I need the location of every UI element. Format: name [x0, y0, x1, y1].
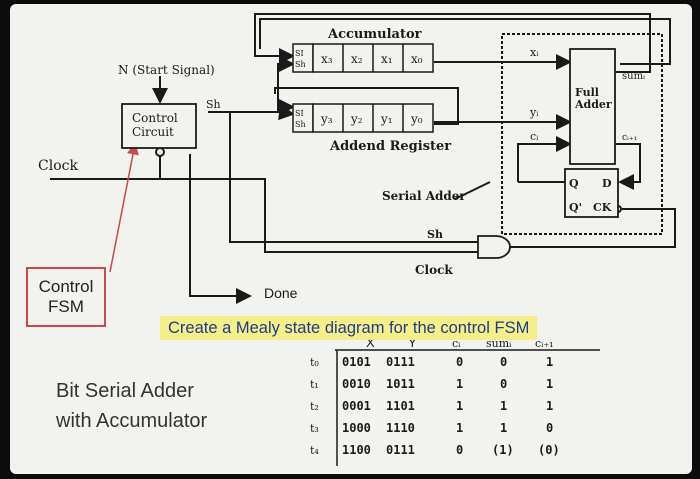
- table-header-y: Y: [408, 335, 417, 350]
- dff-d-label: D: [602, 177, 612, 190]
- table-row: t₂ 0001 1101 1 1 1: [310, 399, 553, 413]
- table-header-x: X: [366, 335, 375, 350]
- row-co: 0: [546, 421, 553, 435]
- d-flip-flop: Q D Q' CK: [564, 168, 619, 218]
- acc-sh-label: Sh: [295, 60, 306, 69]
- add-cell-y0: y₀: [410, 112, 423, 126]
- row-co: 1: [546, 399, 553, 413]
- row-co: 1: [546, 355, 553, 369]
- row-sum: 0: [500, 377, 507, 391]
- acc-si-label: SI: [295, 49, 304, 58]
- row-sum: 1: [500, 421, 507, 435]
- gate-clock-label: Clock: [415, 263, 453, 277]
- row-y: 1101: [386, 399, 415, 413]
- row-x: 1000: [342, 421, 371, 435]
- table-row: t₀ 0101 0111 0 0 1: [310, 355, 553, 369]
- and-gate: Sh Clock: [415, 228, 511, 277]
- row-time: t₁: [310, 378, 319, 391]
- control-fsm-box: Control FSM: [26, 267, 106, 327]
- addend-register: SI Sh y₃ y₂ y₁ y₀ Addend Register: [292, 103, 451, 154]
- full-adder: Full Adder xᵢ yᵢ cᵢ sumᵢ cᵢ₊₁: [529, 46, 645, 165]
- full-adder-label-2: Adder: [574, 98, 612, 111]
- acc-cell-x3: x₃: [321, 52, 333, 66]
- table-header-ci: cᵢ: [452, 337, 461, 350]
- row-x: 0010: [342, 377, 371, 391]
- accumulator-register: SI Sh x₃ x₂ x₁ x₀ Accumulator: [292, 27, 434, 73]
- table-header-co: cᵢ₊₁: [535, 337, 554, 350]
- row-ci: 0: [456, 443, 463, 457]
- row-y: 1110: [386, 421, 415, 435]
- row-ci: 1: [456, 377, 463, 391]
- row-co: (0): [538, 443, 560, 457]
- dff-ck-label: CK: [593, 201, 612, 214]
- table-row: t₃ 1000 1110 1 1 0: [310, 421, 553, 435]
- control-circuit-label-1: Control: [132, 111, 178, 125]
- row-y: 0111: [386, 355, 415, 369]
- red-pointer-arrow: [109, 142, 139, 273]
- accumulator-label: Accumulator: [327, 27, 422, 42]
- table-row: t₁ 0010 1011 1 0 1: [310, 377, 553, 391]
- dff-qbar-label: Q': [569, 201, 582, 214]
- addend-register-label: Addend Register: [329, 139, 451, 154]
- ci-label: cᵢ: [530, 130, 539, 143]
- ci1-label: cᵢ₊₁: [622, 133, 637, 143]
- row-sum: (1): [492, 443, 514, 457]
- acc-cell-x1: x₁: [381, 52, 393, 66]
- done-label: Done: [264, 285, 298, 301]
- row-y: 0111: [386, 443, 415, 457]
- add-cell-y3: y₃: [320, 112, 333, 126]
- clock-label: Clock: [38, 158, 78, 174]
- control-sh-label: Sh: [206, 98, 221, 111]
- acc-cell-x0: x₀: [411, 52, 423, 66]
- row-sum: 1: [500, 399, 507, 413]
- row-co: 1: [546, 377, 553, 391]
- start-signal-label: N (Start Signal): [118, 63, 215, 77]
- dff-q-label: Q: [569, 177, 579, 190]
- row-x: 0001: [342, 399, 371, 413]
- row-x: 1100: [342, 443, 371, 457]
- full-adder-label-1: Full: [575, 86, 599, 99]
- table-row: t₄ 1100 0111 0 (1) (0): [310, 443, 560, 457]
- row-ci: 0: [456, 355, 463, 369]
- task-prompt: Create a Mealy state diagram for the con…: [160, 316, 538, 340]
- row-time: t₂: [310, 400, 319, 413]
- caption: Bit Serial Adder with Accumulator: [56, 376, 207, 436]
- screen: SI Sh x₃ x₂ x₁ x₀ Accumulator SI Sh y₃ y…: [10, 4, 692, 474]
- control-circuit: Control Circuit Sh: [121, 98, 221, 149]
- control-fsm-label-1: Control: [38, 277, 94, 296]
- row-time: t₀: [310, 356, 319, 369]
- serial-adder-label: Serial Adder: [382, 189, 466, 203]
- row-time: t₄: [310, 444, 319, 457]
- control-fsm-label-2: FSM: [48, 297, 84, 316]
- row-ci: 1: [456, 399, 463, 413]
- row-y: 1011: [386, 377, 415, 391]
- caption-line-2: with Accumulator: [56, 410, 208, 432]
- acc-cell-x2: x₂: [351, 52, 363, 66]
- row-sum: 0: [500, 355, 507, 369]
- table-header-sum: sumᵢ: [486, 337, 512, 350]
- gate-sh-label: Sh: [427, 228, 443, 241]
- timing-table: X Y cᵢ sumᵢ cᵢ₊₁ t₀ 0101 0111 0 0 1 t₁ 0…: [310, 335, 600, 466]
- yi-label: yᵢ: [529, 106, 539, 119]
- row-time: t₃: [310, 422, 319, 435]
- circuit-diagram: SI Sh x₃ x₂ x₁ x₀ Accumulator SI Sh y₃ y…: [38, 13, 676, 466]
- add-cell-y1: y₁: [380, 112, 393, 126]
- add-si-label: SI: [295, 109, 304, 118]
- row-x: 0101: [342, 355, 371, 369]
- row-ci: 1: [456, 421, 463, 435]
- add-cell-y2: y₂: [350, 112, 363, 126]
- add-sh-label: Sh: [295, 120, 306, 129]
- sumi-label: sumᵢ: [622, 71, 645, 82]
- control-circuit-label-2: Circuit: [132, 125, 174, 139]
- caption-line-1: Bit Serial Adder: [56, 380, 194, 402]
- xi-label: xᵢ: [530, 46, 539, 59]
